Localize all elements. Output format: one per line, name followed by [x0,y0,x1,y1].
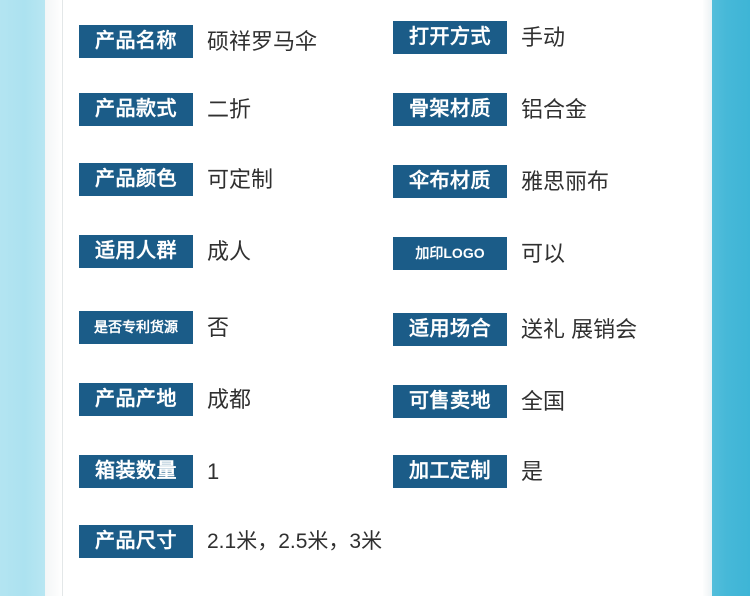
spec-row: 产品款式二折 [79,90,251,128]
spec-value: 是 [521,458,544,484]
spec-row: 产品产地成都 [79,380,251,418]
spec-row: 打开方式手动 [393,18,565,56]
spec-label: 伞布材质 [393,164,507,198]
spec-row: 加印LOGO 可以 [393,234,565,272]
spec-value: 否 [207,314,230,340]
right-decorative-band [712,0,750,596]
spec-value: 手动 [521,24,566,50]
spec-row: 可售卖地全国 [393,382,565,420]
spec-label: 是否专利货源 [79,310,193,344]
spec-value: 1 [207,458,220,484]
spec-row: 伞布材质雅思丽布 [393,162,609,200]
spec-row: 产品颜色可定制 [79,160,273,198]
spec-label: 产品款式 [79,92,193,126]
spec-label: 产品尺寸 [79,524,193,558]
left-decorative-band [0,0,45,596]
spec-row: 适用人群成人 [79,232,251,270]
spec-value: 全国 [521,388,566,414]
spec-value: 铝合金 [521,96,588,122]
spec-value: 成人 [207,238,252,264]
spec-row: 适用场合送礼 展销会 [393,310,637,348]
spec-label: 适用场合 [393,312,507,346]
spec-card: 产品名称硕祥罗马伞产品款式二折产品颜色可定制适用人群成人是否专利货源否产品产地成… [62,0,703,596]
spec-label: 产品产地 [79,382,193,416]
spec-row: 产品尺寸 2.1米，2.5米，3米 [79,522,382,560]
spec-row: 加工定制是 [393,452,543,490]
spec-value: 2.1米，2.5米，3米 [207,529,383,553]
spec-row: 骨架材质铝合金 [393,90,587,128]
spec-row: 产品名称硕祥罗马伞 [79,22,317,60]
spec-label: 骨架材质 [393,92,507,126]
spec-value: 雅思丽布 [521,168,610,194]
spec-value: 可以 [521,240,566,266]
spec-label: 产品颜色 [79,162,193,196]
spec-label: 箱装数量 [79,454,193,488]
spec-label: 加工定制 [393,454,507,488]
spec-grid: 产品名称硕祥罗马伞产品款式二折产品颜色可定制适用人群成人是否专利货源否产品产地成… [63,0,704,596]
spec-value: 二折 [207,96,252,122]
spec-value: 成都 [207,386,252,412]
spec-label: 产品名称 [79,24,193,58]
left-band-inner-gutter [45,0,62,596]
spec-label: 适用人群 [79,234,193,268]
spec-label: 打开方式 [393,20,507,54]
spec-row: 是否专利货源否 [79,308,229,346]
spec-value: 可定制 [207,166,274,192]
spec-row: 箱装数量 1 [79,452,219,490]
spec-label: 加印LOGO [393,236,507,270]
spec-value: 硕祥罗马伞 [207,28,318,54]
right-band-inner-gutter [702,0,712,596]
spec-label: 可售卖地 [393,384,507,418]
spec-value: 送礼 展销会 [521,316,638,342]
